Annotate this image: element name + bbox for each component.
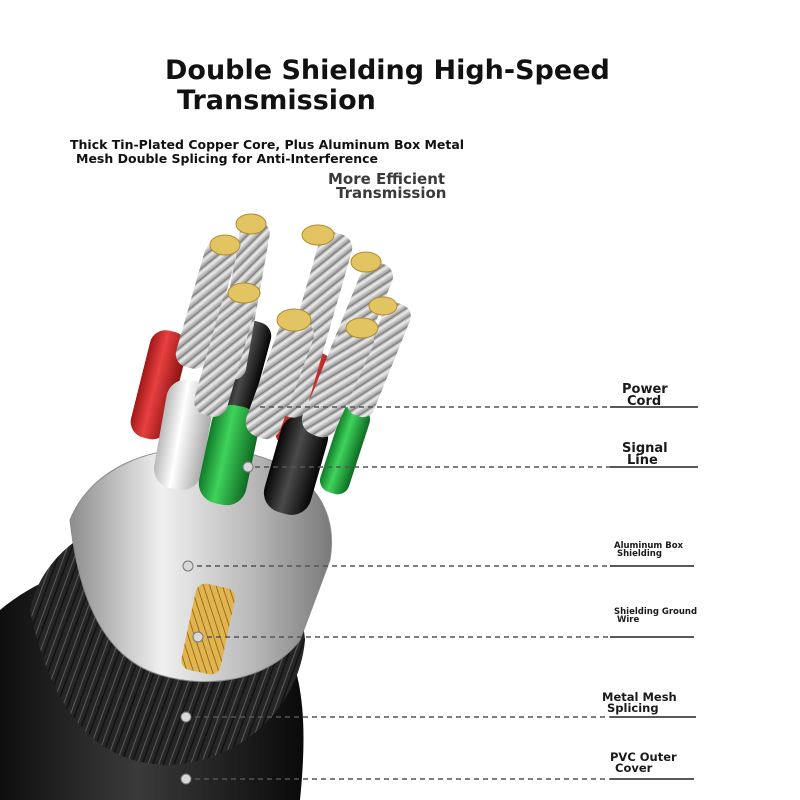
callout-aluminum-box-shielding: Aluminum Box Shielding — [614, 541, 684, 559]
subtitle: Thick Tin-Plated Copper Core, Plus Alumi… — [70, 138, 464, 166]
green-insulation-right — [319, 405, 371, 495]
callout-signal-line: Signal Line — [622, 441, 668, 468]
page-title: Double Shielding High-Speed Transmission — [165, 56, 610, 116]
title-line-2: Transmission — [177, 85, 376, 116]
tagline: More Efficient Transmission — [328, 170, 447, 202]
black-insulation-front — [263, 415, 329, 515]
callout-lines — [186, 406, 610, 780]
callout-power-cord: Power Cord — [622, 382, 668, 409]
tagline-line-1: More Efficient — [328, 170, 446, 188]
callout-shielding-ground-wire: Shielding Ground Wire — [614, 607, 698, 625]
shielding-ground-wire — [181, 583, 236, 675]
green-insulation-main — [198, 404, 260, 506]
callout-dots — [180, 461, 254, 785]
subtitle-line-2: Mesh Double Splicing for Anti-Interferen… — [76, 151, 379, 166]
callout-pvc-outer-cover: PVC Outer Cover — [610, 750, 677, 775]
tagline-line-2: Transmission — [336, 184, 447, 202]
subtitle-line-1: Thick Tin-Plated Copper Core, Plus Alumi… — [70, 137, 465, 152]
red-insulation-left — [130, 330, 188, 440]
title-line-1: Double Shielding High-Speed — [165, 55, 610, 86]
callout-metal-mesh-splicing: Metal Mesh Splicing — [602, 690, 677, 715]
tin-plated-tips — [209, 213, 398, 339]
callout-underlines — [610, 406, 698, 780]
